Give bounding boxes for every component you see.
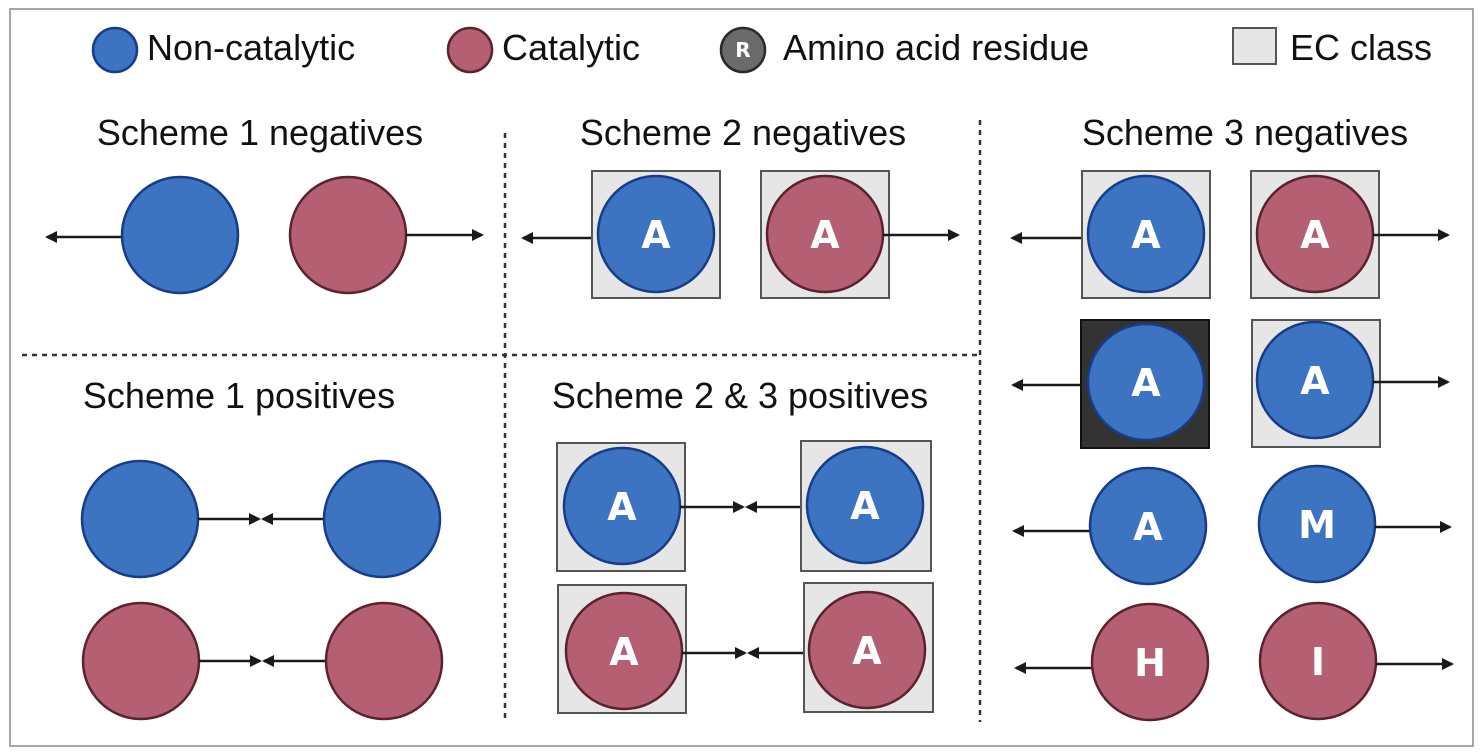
scheme3-negatives-group: A A A A A M H I xyxy=(1010,170,1454,722)
heading-scheme2-negatives: Scheme 2 negatives xyxy=(580,112,906,153)
heading-scheme1-positives: Scheme 1 positives xyxy=(83,375,395,416)
figure-frame xyxy=(9,8,1474,747)
legend-residue-swatch xyxy=(719,26,767,74)
scheme23-positives-group: A A A A xyxy=(556,440,934,714)
heading-scheme3-negatives: Scheme 3 negatives xyxy=(1082,112,1408,153)
legend-non-catalytic-swatch xyxy=(91,26,139,74)
node-non-catalytic xyxy=(596,174,716,294)
residue-letter: M xyxy=(1298,503,1336,547)
residue-letter: A xyxy=(641,213,671,257)
residue-letter: A xyxy=(850,484,880,528)
node-catalytic xyxy=(324,601,444,721)
node-non-catalytic xyxy=(322,459,442,579)
node-catalytic xyxy=(1258,601,1378,721)
node-non-catalytic xyxy=(805,445,925,565)
node-non-catalytic xyxy=(120,175,240,295)
residue-letter: A xyxy=(1300,359,1330,403)
residue-letter: A xyxy=(1131,361,1161,405)
node-catalytic xyxy=(288,175,408,295)
legend: Non-catalytic Catalytic R Amino acid res… xyxy=(91,26,1432,74)
legend-residue-symbol: R xyxy=(735,38,750,62)
panel-dividers xyxy=(22,120,982,722)
residue-letter: A xyxy=(607,485,637,529)
legend-residue-label: Amino acid residue xyxy=(783,27,1089,68)
node-catalytic xyxy=(564,591,684,711)
scheme1-negatives-group xyxy=(45,175,484,295)
residue-letter: A xyxy=(810,213,840,257)
node-catalytic xyxy=(81,601,201,721)
node-non-catalytic xyxy=(80,459,200,579)
heading-scheme23-positives: Scheme 2 & 3 positives xyxy=(552,375,928,416)
residue-letter: I xyxy=(1311,640,1325,684)
node-non-catalytic xyxy=(1257,464,1377,584)
residue-letter: A xyxy=(852,629,882,673)
residue-letter: A xyxy=(1133,505,1163,549)
scheme1-positives-group xyxy=(80,459,444,721)
scheme2-negatives-group: A A xyxy=(521,170,960,299)
node-non-catalytic xyxy=(1086,322,1206,442)
heading-scheme1-negatives: Scheme 1 negatives xyxy=(97,112,423,153)
legend-non-catalytic-label: Non-catalytic xyxy=(147,27,355,68)
residue-letter: A xyxy=(1131,213,1161,257)
node-catalytic xyxy=(807,590,927,710)
legend-catalytic-label: Catalytic xyxy=(502,27,640,68)
residue-letter: A xyxy=(1300,213,1330,257)
node-non-catalytic xyxy=(1086,174,1206,294)
legend-ec-class-label: EC class xyxy=(1290,27,1432,68)
node-non-catalytic xyxy=(1088,466,1208,586)
legend-ec-class-swatch xyxy=(1232,27,1277,65)
legend-catalytic-swatch xyxy=(446,26,494,74)
residue-letter: H xyxy=(1134,641,1166,685)
node-catalytic xyxy=(1090,602,1210,722)
residue-letter: A xyxy=(609,630,639,674)
node-non-catalytic xyxy=(1255,320,1375,440)
